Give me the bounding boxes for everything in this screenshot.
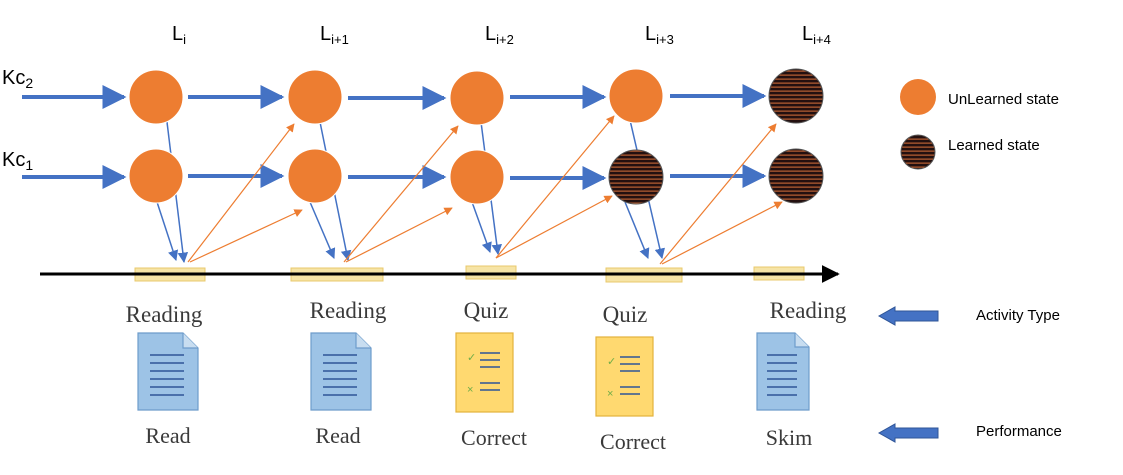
activity-label-4: Quiz — [603, 302, 648, 327]
svg-text:×: × — [607, 388, 613, 400]
legend-unlearned-label: UnLearned state — [948, 91, 1059, 108]
node-kc1-col5-learned — [768, 148, 824, 204]
timeline — [40, 265, 840, 283]
kc2-transition-arrows — [22, 84, 767, 110]
activity-type-label: Activity Type — [976, 307, 1060, 324]
svg-text:✓: ✓ — [467, 352, 476, 364]
node-kc1-col4-learned — [608, 149, 664, 205]
emission-kc1-col3 — [471, 201, 492, 253]
node-kc1-col3 — [449, 149, 505, 205]
svg-text:✓: ✓ — [607, 356, 616, 368]
node-kc2-col3 — [449, 70, 505, 126]
node-kc2-col5-learned — [768, 68, 824, 124]
emission-arrows — [156, 119, 665, 264]
activity-label-3: Quiz — [464, 298, 509, 323]
influence-1-kc2 — [187, 123, 295, 263]
activity-label-5: Reading — [770, 298, 847, 323]
performance-label-5: Skim — [766, 425, 812, 450]
quiz-doc-icon-1: ✓ × — [455, 332, 514, 413]
node-kc2-col4 — [608, 68, 664, 124]
emission-kc1-col1 — [156, 201, 179, 261]
column-label-li: Li — [172, 23, 186, 47]
performance-label-2: Read — [315, 423, 360, 448]
performance-label-1: Read — [145, 423, 190, 448]
activity-labels: Reading Reading Quiz Quiz Reading — [126, 298, 847, 327]
column-label-li1: Li+1 — [320, 23, 349, 47]
svg-text:×: × — [467, 384, 473, 396]
node-kc1-col2 — [287, 148, 343, 204]
performance-label-3: Correct — [461, 425, 527, 450]
influence-3-kc1 — [495, 195, 613, 259]
row-label-kc1: Kc1 — [2, 149, 33, 173]
column-label-li4: Li+4 — [802, 23, 831, 47]
influence-4-kc2 — [659, 123, 777, 265]
activity-label-2: Reading — [310, 298, 387, 323]
legend: UnLearned state Learned state — [900, 79, 1059, 170]
left-arrow-icon — [877, 423, 939, 443]
row-label-kc2: Kc2 — [2, 67, 33, 91]
left-arrow-icon — [877, 306, 939, 326]
kc1-transition-arrows — [22, 164, 767, 190]
node-kc2-col1 — [128, 69, 184, 125]
performance-label-4: Correct — [600, 429, 666, 454]
activity-influence-arrows — [187, 115, 783, 265]
influence-2-kc2 — [343, 125, 459, 263]
influence-1-kc1 — [189, 209, 303, 263]
legend-unlearned-swatch — [900, 79, 936, 115]
node-kc1-col1 — [128, 148, 184, 204]
emission-kc1-col4 — [624, 201, 650, 259]
kc1-nodes — [128, 148, 824, 205]
column-label-li3: Li+3 — [645, 23, 674, 47]
influence-4-kc1 — [661, 201, 783, 265]
performance-label: Performance — [976, 423, 1062, 440]
legend-learned-label: Learned state — [948, 137, 1040, 154]
activity-type-pointer: Activity Type — [877, 306, 1060, 326]
performance-labels: Read Read Correct Correct Skim — [145, 423, 812, 454]
activity-label-1: Reading — [126, 302, 203, 327]
reading-doc-icon-2 — [310, 332, 372, 411]
influence-2-kc1 — [345, 207, 453, 263]
emission-kc1-col2 — [309, 201, 336, 259]
column-headers: Li Li+1 Li+2 Li+3 Li+4 — [172, 23, 831, 47]
quiz-doc-icon-2: ✓ × — [595, 336, 654, 417]
performance-pointer: Performance — [877, 423, 1062, 443]
kc2-nodes — [128, 68, 824, 126]
reading-doc-icon-1 — [137, 332, 199, 411]
reading-doc-icon-3 — [756, 332, 810, 411]
legend-learned-swatch — [900, 134, 936, 170]
influence-3-kc2 — [495, 115, 615, 259]
node-kc2-col2 — [287, 69, 343, 125]
column-label-li2: Li+2 — [485, 23, 514, 47]
